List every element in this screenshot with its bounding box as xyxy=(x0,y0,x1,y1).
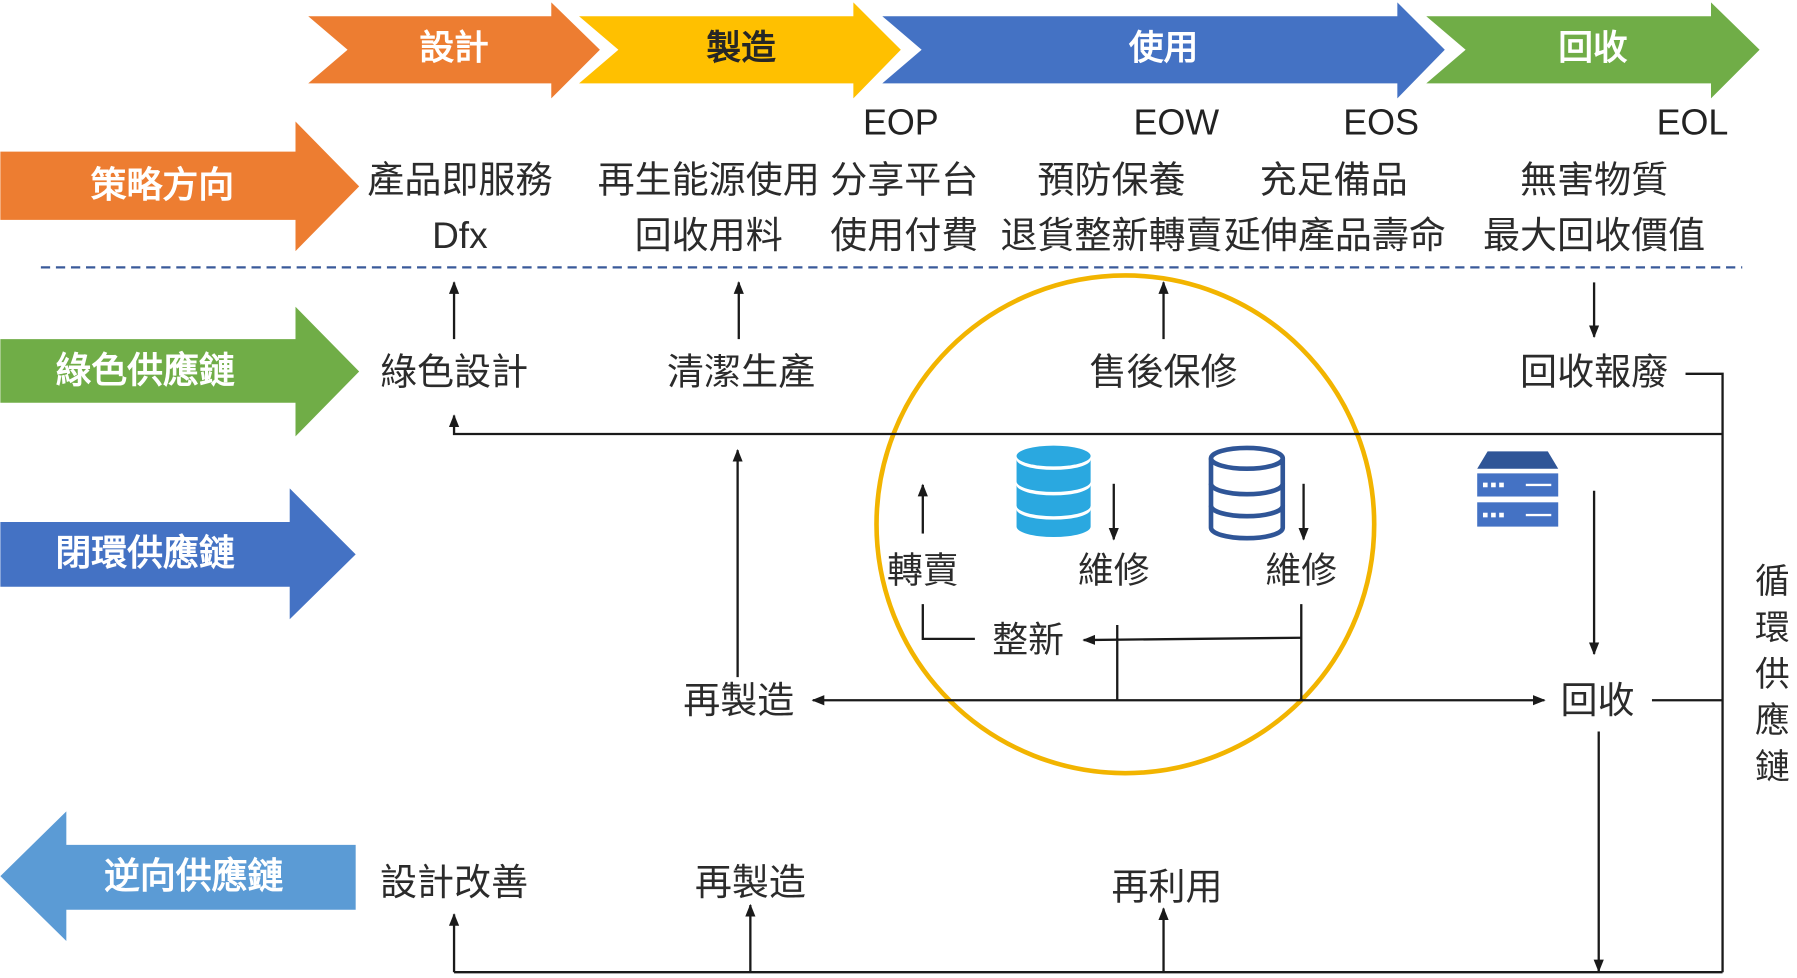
strategy-item: 分享平台 xyxy=(830,158,978,200)
line-resell-to-refurbish xyxy=(921,604,975,641)
database-icon-top xyxy=(1016,445,1091,467)
strategy-item: 充足備品 xyxy=(1260,158,1408,200)
phase-arrow-design xyxy=(308,2,600,99)
circular-supply-chain-label: 循環供應鏈 xyxy=(1755,562,1790,786)
node-resell: 轉賣 xyxy=(887,551,959,591)
node-clean-production: 清潔生產 xyxy=(667,351,815,393)
vertical-label-char: 應 xyxy=(1755,701,1790,740)
vertical-label-char: 循 xyxy=(1755,562,1790,601)
database-outline-icon xyxy=(1208,445,1286,541)
row-label-strategy: 策略方向 xyxy=(91,165,234,205)
database-icon-band xyxy=(1016,459,1091,492)
strategy-item: 再生能源使用 xyxy=(598,158,820,200)
row-arrow-green-supply-chain xyxy=(0,306,360,437)
strategy-item: 退貨整新轉賣 xyxy=(1000,214,1222,256)
node-repair: 維修 xyxy=(1078,551,1150,591)
server-led xyxy=(1491,512,1496,518)
line-recycle-scrap-loop xyxy=(1685,372,1724,973)
closed-loop-nodes: 轉賣 維修 維修 整新 再製造 回收 xyxy=(683,551,1634,722)
database-outline-band xyxy=(1208,483,1286,497)
database-icon xyxy=(1016,445,1091,538)
node-reuse: 再利用 xyxy=(1111,866,1222,908)
strategy-items: 產品即服務 再生能源使用 分享平台 預防保養 充足備品 無害物質 Dfx 回收用… xyxy=(367,158,1705,256)
server-slot xyxy=(1525,513,1552,517)
phase-arrow-recycle xyxy=(1426,2,1760,99)
row-label-reverse-supply-chain: 逆向供應鏈 xyxy=(104,855,283,896)
phase-label-recycle: 回收 xyxy=(1558,29,1628,68)
milestone-eos: EOS xyxy=(1343,103,1419,143)
phase-label-use: 使用 xyxy=(1129,29,1198,68)
database-outline-top xyxy=(1208,445,1286,472)
node-recycle-scrap: 回收報廢 xyxy=(1520,351,1668,393)
phase-arrow-use xyxy=(882,2,1445,99)
row-arrow-reverse-supply-chain xyxy=(0,811,356,941)
strategy-item: 產品即服務 xyxy=(367,158,552,200)
phase-label-manufacture: 製造 xyxy=(706,29,776,68)
row-arrow-strategy xyxy=(0,121,360,252)
connector-lines xyxy=(448,281,1724,974)
database-icon-band xyxy=(1016,509,1091,538)
row-label-closed-loop-supply-chain: 閉環供應鏈 xyxy=(55,532,234,573)
server-rack-icon xyxy=(1477,451,1559,527)
node-remanufacture: 再製造 xyxy=(683,679,794,721)
database-outline-band xyxy=(1208,505,1286,519)
server-rack-top xyxy=(1477,451,1559,469)
node-reverse-remanufacture: 再製造 xyxy=(695,861,806,903)
vertical-label-char: 環 xyxy=(1755,609,1790,647)
database-icon-band xyxy=(1016,484,1091,517)
node-repair: 維修 xyxy=(1265,551,1337,591)
row-label-arrows: 策略方向 綠色供應鏈 閉環供應鏈 逆向供應鏈 xyxy=(0,121,360,941)
row-arrow-closed-loop-supply-chain xyxy=(0,488,356,620)
server-rack-unit xyxy=(1477,473,1559,497)
strategy-item: 回收用料 xyxy=(635,214,783,256)
server-led xyxy=(1482,482,1488,488)
strategy-item: 最大回收價值 xyxy=(1483,214,1705,256)
lifecycle-phase-arrows: 設計 製造 使用 回收 xyxy=(308,2,1760,99)
strategy-item: 延伸產品壽命 xyxy=(1224,214,1446,256)
vertical-label-char: 鏈 xyxy=(1755,747,1790,786)
node-design-improvement: 設計改善 xyxy=(380,861,528,903)
milestone-eol: EOL xyxy=(1657,103,1729,143)
server-led xyxy=(1499,482,1504,488)
server-led xyxy=(1499,512,1504,518)
phase-label-design: 設計 xyxy=(419,29,488,68)
server-slot xyxy=(1525,483,1552,487)
arrow-loop-to-green-design xyxy=(448,414,1723,436)
reverse-supply-chain-nodes: 設計改善 再製造 再利用 xyxy=(380,861,1223,908)
milestone-eop: EOP xyxy=(863,103,939,143)
node-recycle: 回收 xyxy=(1561,679,1635,721)
green-supply-chain-nodes: 綠色設計 清潔生產 售後保修 回收報廢 xyxy=(380,351,1668,393)
milestone-eow: EOW xyxy=(1133,103,1219,143)
node-after-sales-service: 售後保修 xyxy=(1090,351,1238,393)
vertical-label-char: 供 xyxy=(1755,656,1790,694)
node-refurbish: 整新 xyxy=(992,620,1064,660)
arrow-repair-to-refurbish xyxy=(1082,634,1302,646)
highlight-circle xyxy=(874,273,1377,776)
strategy-item: 使用付費 xyxy=(830,214,978,256)
strategy-item: 預防保養 xyxy=(1037,158,1185,200)
server-led xyxy=(1482,512,1488,518)
lifecycle-milestones: EOP EOW EOS EOL xyxy=(863,103,1728,143)
strategy-item: Dfx xyxy=(432,214,488,256)
database-outline-body xyxy=(1208,458,1286,541)
phase-arrow-manufacture xyxy=(579,2,901,99)
strategy-item: 無害物質 xyxy=(1520,158,1668,200)
server-led xyxy=(1491,482,1496,488)
node-green-design: 綠色設計 xyxy=(380,351,528,393)
row-label-green-supply-chain: 綠色供應鏈 xyxy=(55,349,234,390)
